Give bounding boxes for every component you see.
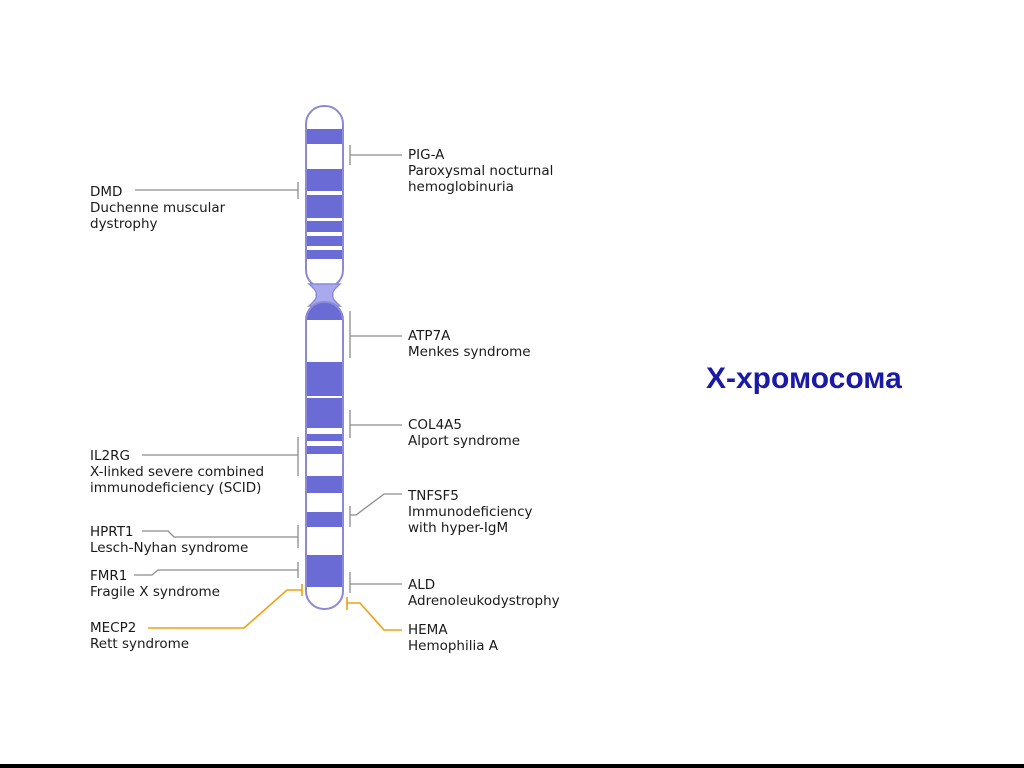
- gene-label-hprt1: HPRT1 Lesch-Nyhan syndrome: [90, 524, 248, 556]
- gene-symbol: ALD: [408, 577, 560, 593]
- band: [306, 236, 343, 246]
- gene-symbol: FMR1: [90, 568, 220, 584]
- gene-label-pig-a: PIG-A Paroxysmal nocturnal hemoglobinuri…: [408, 147, 578, 195]
- gene-disease: Paroxysmal nocturnal hemoglobinuria: [408, 163, 578, 195]
- leader-lines-left: [134, 182, 298, 578]
- p-arm: [306, 106, 343, 288]
- band: [306, 398, 343, 428]
- gene-disease: Lesch-Nyhan syndrome: [90, 540, 248, 556]
- gene-label-fmr1: FMR1 Fragile X syndrome: [90, 568, 220, 600]
- gene-symbol: MECP2: [90, 620, 189, 636]
- band: [306, 250, 343, 259]
- band: [306, 434, 343, 441]
- gene-symbol: PIG-A: [408, 147, 578, 163]
- gene-disease: X-linked severe combined immunodeficienc…: [90, 464, 290, 496]
- gene-disease: Duchenne muscular dystrophy: [90, 200, 250, 232]
- gene-label-il2rg: IL2RG X-linked severe combined immunodef…: [90, 448, 290, 496]
- band: [306, 446, 343, 454]
- band: [306, 195, 343, 218]
- gene-disease: Hemophilia A: [408, 638, 498, 654]
- band: [306, 129, 343, 144]
- gene-symbol: IL2RG: [90, 448, 290, 464]
- gene-symbol: HEMA: [408, 622, 498, 638]
- band: [306, 221, 343, 232]
- gene-symbol: ATP7A: [408, 328, 531, 344]
- gene-label-dmd: DMD Duchenne muscular dystrophy: [90, 184, 250, 232]
- gene-disease: Menkes syndrome: [408, 344, 531, 360]
- band: [306, 476, 343, 493]
- q-arm: [306, 302, 343, 609]
- gene-disease: Immunodeficiency with hyper-IgM: [408, 504, 558, 536]
- leader-lines-right-orange: [347, 597, 402, 630]
- bottom-border: [0, 764, 1024, 768]
- gene-disease: Fragile X syndrome: [90, 584, 220, 600]
- band: [306, 362, 343, 396]
- band: [306, 555, 343, 587]
- gene-disease: Alport syndrome: [408, 433, 520, 449]
- gene-symbol: COL4A5: [408, 417, 520, 433]
- gene-symbol: TNFSF5: [408, 488, 558, 504]
- gene-symbol: DMD: [90, 184, 250, 200]
- leader-lines-right: [350, 145, 402, 593]
- gene-symbol: HPRT1: [90, 524, 248, 540]
- gene-label-ald: ALD Adrenoleukodystrophy: [408, 577, 560, 609]
- gene-label-col4a5: COL4A5 Alport syndrome: [408, 417, 520, 449]
- slide-title: X-хромосома: [706, 362, 902, 396]
- gene-label-atp7a: ATP7A Menkes syndrome: [408, 328, 531, 360]
- gene-label-tnfsf5: TNFSF5 Immunodeficiency with hyper-IgM: [408, 488, 558, 536]
- gene-disease: Adrenoleukodystrophy: [408, 593, 560, 609]
- band: [306, 169, 343, 191]
- band: [306, 512, 343, 527]
- gene-disease: Rett syndrome: [90, 636, 189, 652]
- gene-label-hema: HEMA Hemophilia A: [408, 622, 498, 654]
- gene-label-mecp2: MECP2 Rett syndrome: [90, 620, 189, 652]
